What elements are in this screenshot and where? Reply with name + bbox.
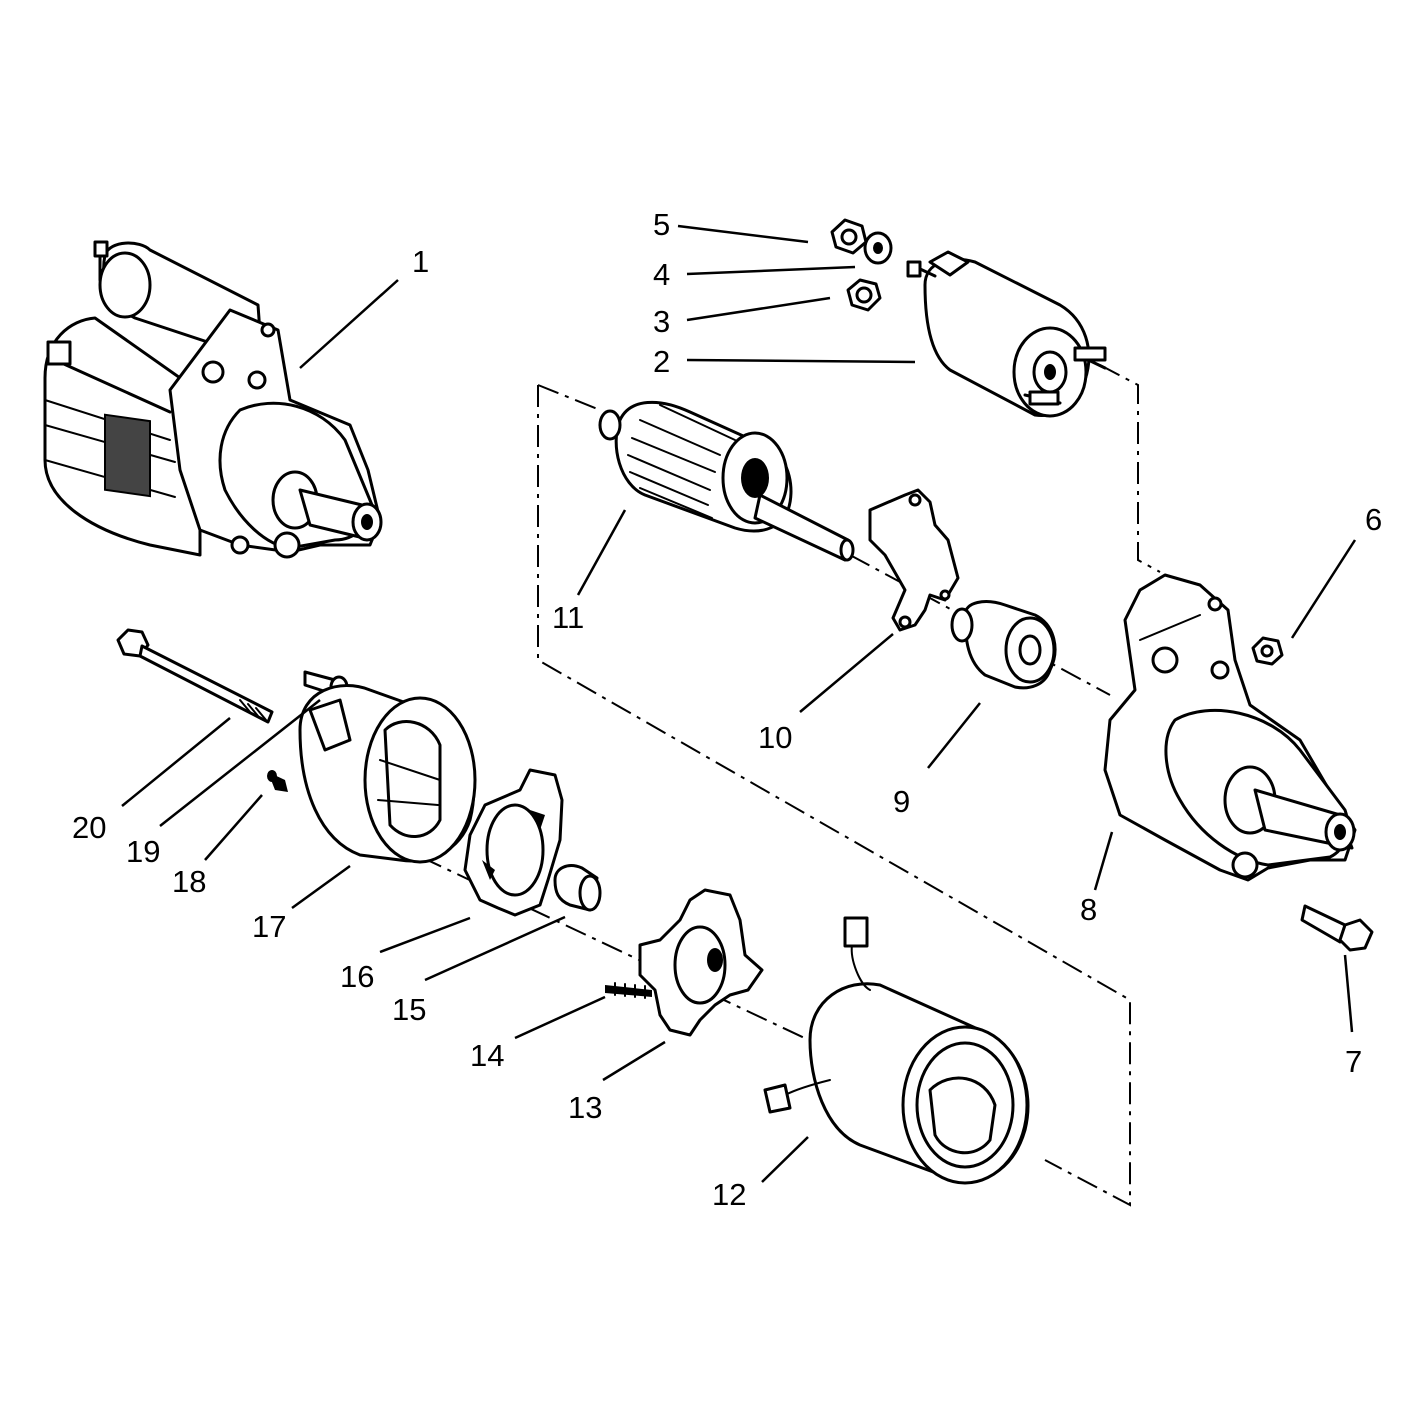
brush-plate-part-16 — [463, 768, 564, 917]
leader-lines — [121, 224, 1357, 1183]
drive-clutch-part-9 — [950, 600, 1057, 690]
callout-16: 16 — [340, 959, 374, 994]
callout-18: 18 — [172, 864, 206, 899]
brush-holder-part-13 — [638, 888, 764, 1037]
callout-14: 14 — [470, 1038, 504, 1073]
through-bolt-part-20 — [116, 628, 274, 724]
callout-4: 4 — [653, 257, 670, 292]
callout-10: 10 — [758, 720, 792, 755]
callout-7: 7 — [1345, 1044, 1362, 1079]
callout-6: 6 — [1365, 502, 1382, 537]
nut-part-6 — [1251, 636, 1284, 666]
drive-housing-part-8 — [1103, 573, 1357, 882]
callout-3: 3 — [653, 304, 670, 339]
callout-9: 9 — [893, 784, 910, 819]
nut-part-5 — [830, 218, 868, 255]
shift-lever-part-10 — [868, 488, 960, 632]
yoke-part-12 — [763, 916, 1030, 1185]
callout-13: 13 — [568, 1090, 602, 1125]
bushing-part-15 — [553, 864, 602, 912]
nut-part-3 — [846, 278, 882, 312]
callout-8: 8 — [1080, 892, 1097, 927]
washer-part-4 — [863, 231, 893, 265]
callout-17: 17 — [252, 909, 286, 944]
callout-11: 11 — [552, 600, 584, 635]
callout-1: 1 — [412, 244, 429, 279]
starter-assembly-part-1 — [43, 240, 383, 559]
callout-12: 12 — [712, 1177, 746, 1212]
bolt-part-7 — [1300, 904, 1374, 952]
callout-19: 19 — [126, 834, 160, 869]
callout-labels: 1 2 3 4 5 6 7 8 9 10 11 12 13 14 15 16 1… — [72, 207, 1382, 1212]
end-frame-part-17 — [298, 684, 477, 864]
callout-15: 15 — [392, 992, 426, 1027]
small-screw-part-18 — [267, 770, 288, 792]
callout-20: 20 — [72, 810, 106, 845]
callout-2: 2 — [653, 344, 670, 379]
solenoid-part-2 — [906, 250, 1107, 418]
spring-part-14 — [605, 982, 652, 999]
armature-part-11 — [598, 400, 855, 562]
callout-5: 5 — [653, 207, 670, 242]
